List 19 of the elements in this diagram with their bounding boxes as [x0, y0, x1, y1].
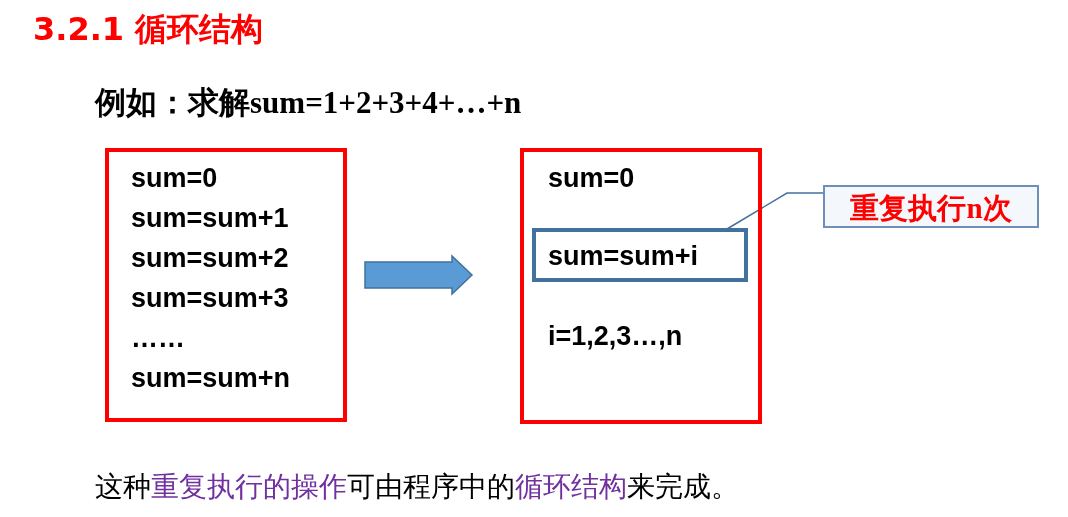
code-box [105, 148, 347, 422]
code-line: …… [131, 322, 185, 354]
highlight-box [532, 228, 748, 282]
callout-text: 重复执行n次 [849, 191, 1013, 226]
code-line: i=1,2,3…,n [548, 320, 683, 352]
code-box [520, 148, 762, 424]
block-arrow [364, 254, 474, 296]
code-line: sum=sum+i [548, 240, 699, 272]
code-line: sum=0 [548, 162, 635, 194]
code-line: sum=sum+3 [131, 282, 289, 314]
code-line: sum=sum+1 [131, 202, 289, 234]
code-line: sum=sum+2 [131, 242, 289, 274]
code-line: sum=0 [131, 162, 218, 194]
heading: 3.2.1 循环结构 [33, 9, 264, 50]
leader-line [726, 192, 824, 230]
callout-box [823, 185, 1039, 228]
example-text: 例如：求解sum=1+2+3+4+…+n [95, 84, 522, 122]
caption-text: 这种重复执行的操作可由程序中的循环结构来完成。 [95, 470, 739, 504]
code-line: sum=sum+n [131, 362, 291, 394]
